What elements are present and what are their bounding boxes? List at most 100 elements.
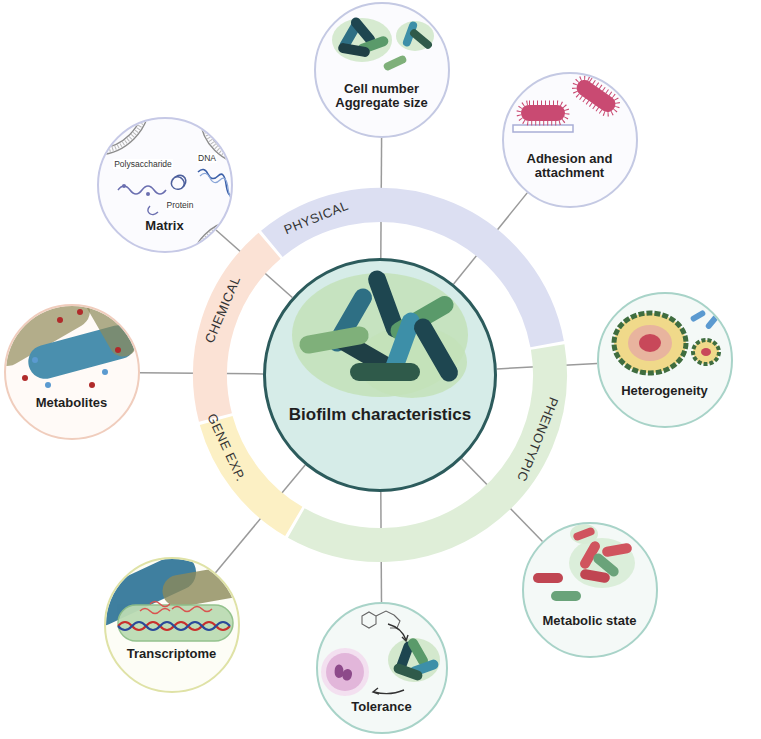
category-circle: Tolerance bbox=[316, 602, 448, 734]
category-ring bbox=[210, 205, 550, 545]
tolerance-art-shape bbox=[321, 648, 369, 696]
circle-fill-shape bbox=[523, 523, 657, 657]
matrix-art-shape bbox=[146, 192, 150, 196]
matrix-art-shape bbox=[122, 184, 126, 188]
heterogeneity-art-shape bbox=[614, 313, 686, 373]
metabolite-art-shape bbox=[115, 347, 121, 353]
center-circle: Biofilm characteristics bbox=[263, 258, 497, 492]
adhesion-art bbox=[513, 74, 621, 132]
aggregate-art-shape bbox=[382, 54, 407, 71]
matrix-art-shape bbox=[40, 45, 150, 155]
category-circle: Matrix bbox=[97, 117, 233, 253]
category-circle: Adhesion and attachment bbox=[502, 72, 638, 208]
metabolic-art-shape bbox=[579, 568, 610, 583]
matrix-art-shape bbox=[43, 48, 147, 152]
transcriptome-art-shape bbox=[150, 602, 170, 607]
metabolite-art-shape bbox=[57, 317, 63, 323]
metabolic-art-shape bbox=[572, 526, 595, 541]
category-circle: Heterogeneity bbox=[597, 292, 733, 428]
aggregate-art-shape bbox=[337, 42, 370, 57]
transcriptome-art-shape bbox=[118, 622, 230, 630]
matrix-art-shape bbox=[171, 175, 185, 189]
tolerance-art-shape bbox=[376, 611, 400, 628]
biofilm-art-shape bbox=[298, 325, 370, 355]
node-label: Adhesion and attachment bbox=[518, 152, 622, 182]
tolerance-art-shape bbox=[392, 662, 424, 682]
matrix-art-shape bbox=[190, 220, 290, 320]
matrix-art-shape bbox=[46, 51, 144, 149]
metabolic-art-shape bbox=[570, 524, 598, 544]
category-band-label: GENE EXP. bbox=[204, 411, 248, 483]
matrix-part-label: DNA bbox=[197, 153, 217, 163]
category-band-label: CHEMICAL bbox=[202, 273, 244, 344]
node-label: Cell number Aggregate size bbox=[330, 82, 434, 112]
node-label: Heterogeneity bbox=[605, 384, 725, 399]
adhesion-art-shape bbox=[573, 77, 618, 115]
tolerance-art-shape bbox=[326, 653, 364, 691]
circle-fill-shape bbox=[315, 3, 449, 137]
metabolite-art-shape bbox=[78, 278, 142, 361]
metabolite-art-shape bbox=[77, 309, 83, 315]
node-label: Transcriptome bbox=[112, 647, 232, 662]
adhesion-art-shape bbox=[571, 74, 622, 118]
metabolic-art-shape bbox=[601, 542, 632, 557]
heterogeneity-art bbox=[614, 309, 719, 373]
metabolite-art-shape bbox=[22, 375, 28, 381]
matrix-art-shape bbox=[196, 226, 284, 314]
tolerance-art-shape bbox=[373, 688, 379, 694]
aggregate-art bbox=[332, 16, 434, 72]
matrix-art-shape bbox=[193, 223, 287, 317]
adhesion-art-shape bbox=[513, 125, 573, 132]
metabolic-art bbox=[533, 524, 635, 601]
category-circle: Metabolites bbox=[4, 304, 140, 440]
tolerance-art-shape bbox=[374, 690, 404, 694]
matrix-part-label: Protein bbox=[166, 200, 195, 210]
tolerance-art-shape bbox=[335, 665, 352, 681]
node-label: Biofilm characteristics bbox=[265, 405, 495, 425]
transcriptome-art-shape bbox=[160, 561, 264, 610]
category-circle: Metabolic state bbox=[522, 522, 658, 658]
matrix-part-label: Polysaccharide bbox=[113, 159, 173, 169]
matrix-art-shape bbox=[200, 173, 234, 198]
circle-fill-shape bbox=[317, 603, 447, 733]
tolerance-art-shape bbox=[402, 635, 408, 641]
matrix-art-shape bbox=[203, 68, 297, 162]
metabolic-art-shape bbox=[533, 573, 563, 583]
category-circle: Cell number Aggregate size bbox=[314, 2, 450, 138]
matrix-art-shape bbox=[148, 206, 158, 214]
metabolite-art-shape bbox=[89, 382, 95, 388]
heterogeneity-art-shape bbox=[628, 325, 672, 361]
circle-fill-shape bbox=[503, 73, 637, 207]
biofilm-art-shape bbox=[350, 363, 420, 381]
metabolite-art-shape bbox=[32, 357, 38, 363]
heterogeneity-art-shape bbox=[693, 340, 719, 364]
metabolic-art-shape bbox=[551, 591, 581, 601]
heterogeneity-art-shape bbox=[701, 348, 711, 356]
adhesion-art-shape bbox=[519, 103, 567, 123]
matrix-art bbox=[40, 45, 300, 320]
circle-fill-shape bbox=[598, 293, 732, 427]
transcriptome-art-shape bbox=[118, 605, 233, 641]
metabolite-art-shape bbox=[45, 382, 51, 388]
matrix-art-shape bbox=[200, 65, 300, 165]
aggregate-art-shape bbox=[396, 21, 434, 51]
category-circle: Transcriptome bbox=[104, 557, 240, 693]
node-label: Matrix bbox=[115, 219, 215, 234]
biofilm-art bbox=[292, 268, 468, 398]
circle-fill-shape bbox=[264, 259, 496, 491]
heterogeneity-art-shape bbox=[639, 334, 661, 352]
category-band-label: PHYSICAL bbox=[282, 197, 351, 236]
category-band-label: PHENOTYPIC bbox=[514, 395, 561, 484]
transcriptome-art-shape bbox=[118, 622, 230, 630]
heterogeneity-art-shape bbox=[690, 309, 707, 322]
circle-fill bbox=[5, 3, 732, 733]
tolerance-art-shape bbox=[362, 612, 376, 628]
metabolic-art-shape bbox=[569, 538, 635, 588]
metabolite-art-shape bbox=[102, 369, 108, 375]
matrix-art-shape bbox=[206, 71, 294, 159]
node-label: Metabolic state bbox=[530, 614, 650, 629]
transcriptome-art-shape bbox=[172, 607, 212, 612]
node-label: Metabolites bbox=[17, 396, 127, 411]
